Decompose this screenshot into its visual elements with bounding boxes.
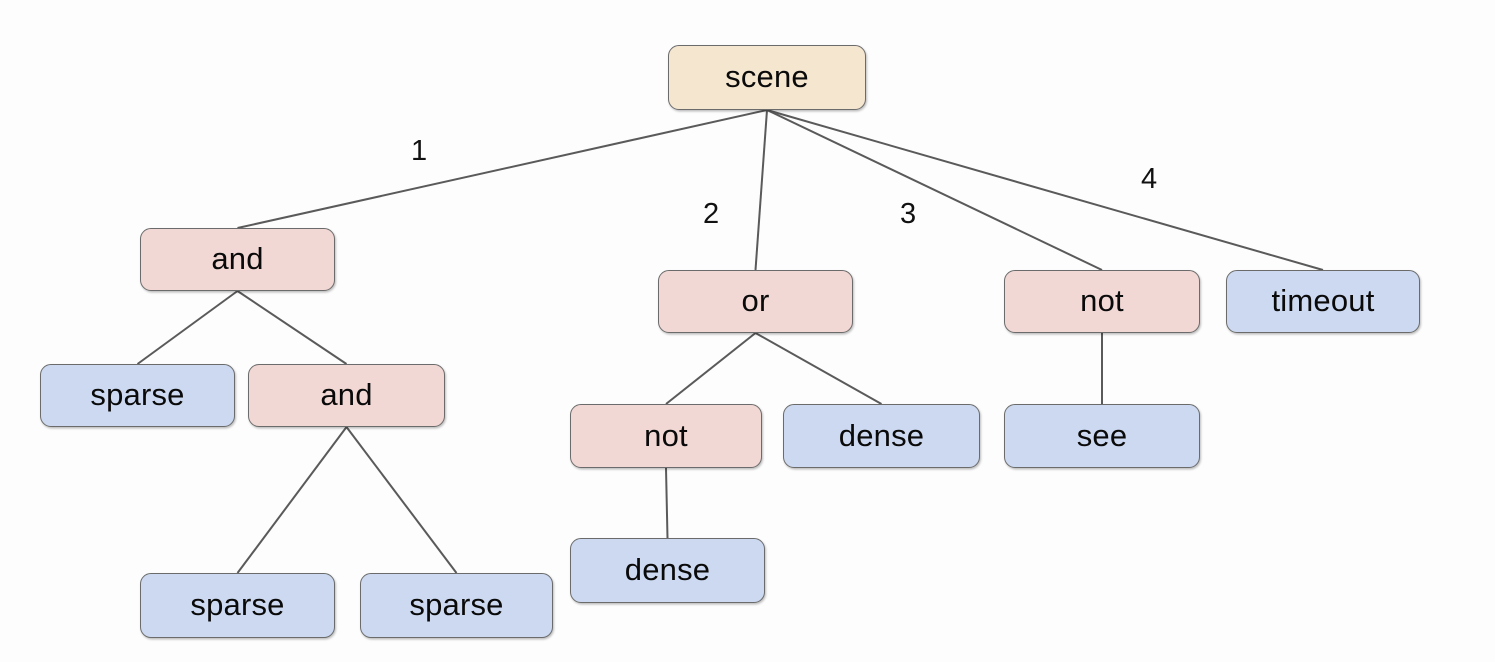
tree-node-scene[interactable]: scene xyxy=(668,45,866,110)
tree-node-label: sparse xyxy=(409,587,504,622)
tree-node-see1[interactable]: see xyxy=(1004,404,1200,468)
tree-node-label: dense xyxy=(624,552,711,587)
tree-node-label: timeout xyxy=(1271,283,1375,318)
tree-node-sparse2[interactable]: sparse xyxy=(140,573,335,638)
tree-node-label: and xyxy=(211,241,264,276)
tree-node-label: not xyxy=(1080,283,1124,318)
tree-edge-scene-to-and1 xyxy=(237,109,768,229)
tree-node-label: scene xyxy=(725,59,809,94)
tree-node-or1[interactable]: or xyxy=(658,270,853,333)
tree-node-sparse3[interactable]: sparse xyxy=(360,573,553,638)
tree-edge-and2-to-sparse2 xyxy=(236,426,348,574)
tree-edge-and1-to-sparse1 xyxy=(136,290,239,365)
tree-node-label: and xyxy=(320,377,373,412)
edge-label-not1: 3 xyxy=(900,198,917,230)
tree-node-label: or xyxy=(741,283,770,318)
tree-node-label: sparse xyxy=(190,587,285,622)
tree-edge-not2-to-dense2 xyxy=(665,467,669,539)
tree-edge-or1-to-dense1 xyxy=(755,332,882,405)
tree-node-not2[interactable]: not xyxy=(570,404,762,468)
tree-node-sparse1[interactable]: sparse xyxy=(40,364,235,427)
edge-label-or1: 2 xyxy=(703,198,720,230)
tree-node-not1[interactable]: not xyxy=(1004,270,1200,333)
edge-label-and1: 1 xyxy=(411,135,428,167)
tree-edge-scene-to-not1 xyxy=(766,109,1103,271)
tree-edge-and2-to-sparse3 xyxy=(345,426,458,574)
tree-node-and1[interactable]: and xyxy=(140,228,335,291)
tree-node-dense2[interactable]: dense xyxy=(570,538,765,603)
tree-node-label: not xyxy=(644,417,688,453)
tree-edge-and1-to-and2 xyxy=(236,290,348,365)
edge-label-timeout1: 4 xyxy=(1141,163,1158,195)
tree-node-dense1[interactable]: dense xyxy=(783,404,980,468)
tree-edge-scene-to-or1 xyxy=(754,109,768,271)
tree-node-label: see xyxy=(1076,417,1128,453)
tree-edge-or1-to-not2 xyxy=(665,332,757,405)
tree-node-label: dense xyxy=(838,417,925,453)
tree-edge-scene-to-timeout1 xyxy=(766,109,1324,271)
tree-node-timeout1[interactable]: timeout xyxy=(1226,270,1420,333)
tree-node-and2[interactable]: and xyxy=(248,364,445,427)
tree-node-label: sparse xyxy=(90,377,185,412)
